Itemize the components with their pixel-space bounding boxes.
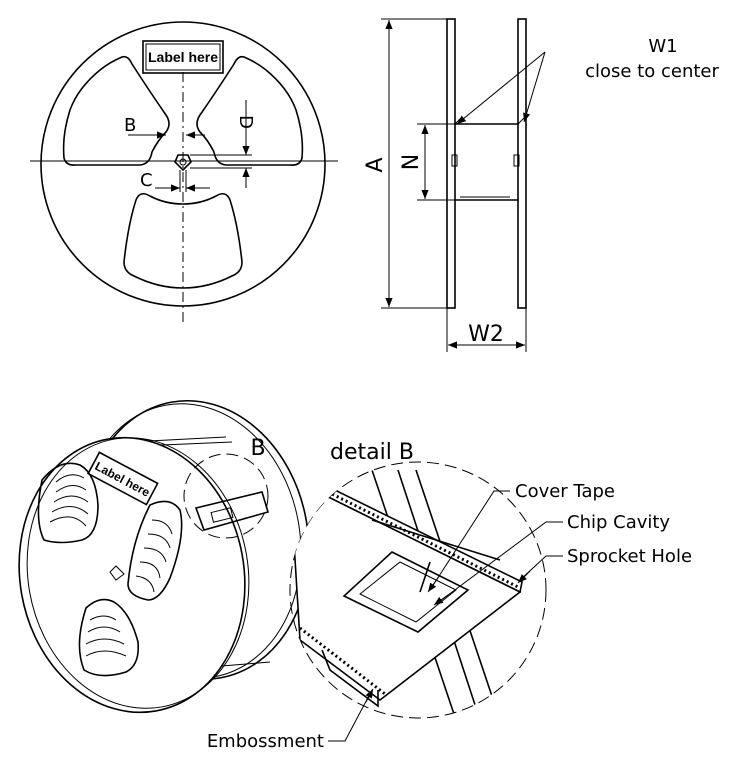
label-box: [142, 40, 224, 74]
detail-marker: B: [250, 436, 265, 461]
w1-title: W1: [648, 36, 677, 57]
detail-view: detail B Cover Tape Chip: [207, 440, 692, 752]
callout-cover-tape: Cover Tape: [515, 481, 615, 502]
front-view: Label here B C D: [30, 21, 338, 323]
dim-w2-label: W2: [468, 322, 504, 347]
right-window: [196, 55, 304, 166]
reel-outline: [40, 21, 326, 307]
side-view: A N W2 W1 close to center: [363, 18, 719, 352]
iso-bottom-window: [78, 598, 140, 677]
detail-title: detail B: [330, 440, 414, 465]
iso-left-window: [37, 462, 99, 544]
right-flange: [517, 18, 527, 309]
dim-b-label: B: [124, 115, 136, 136]
iso-right-window: [127, 500, 183, 601]
label-text: Label here: [148, 49, 218, 65]
callout-chip-cavity: Chip Cavity: [567, 512, 670, 533]
left-flange: [446, 18, 456, 309]
front-flange: [18, 436, 246, 714]
dim-d-label: D: [235, 115, 256, 129]
dim-a-label: A: [363, 157, 388, 172]
callout-embossment: Embossment: [207, 731, 324, 752]
hub: [174, 154, 192, 172]
tape-segment: [194, 491, 270, 531]
isometric-view: Label here B: [18, 399, 310, 714]
dim-n-label: N: [399, 154, 424, 170]
dim-c-label: C: [140, 170, 153, 191]
chip-cavity: [342, 551, 470, 633]
left-window: [62, 55, 170, 166]
callout-sprocket-hole: Sprocket Hole: [567, 546, 692, 567]
bottom-window: [123, 192, 243, 289]
iso-label-box: [87, 451, 159, 506]
w1-note: close to center: [585, 61, 719, 82]
detail-circle: [183, 453, 269, 539]
detail-boundary: [289, 461, 547, 719]
